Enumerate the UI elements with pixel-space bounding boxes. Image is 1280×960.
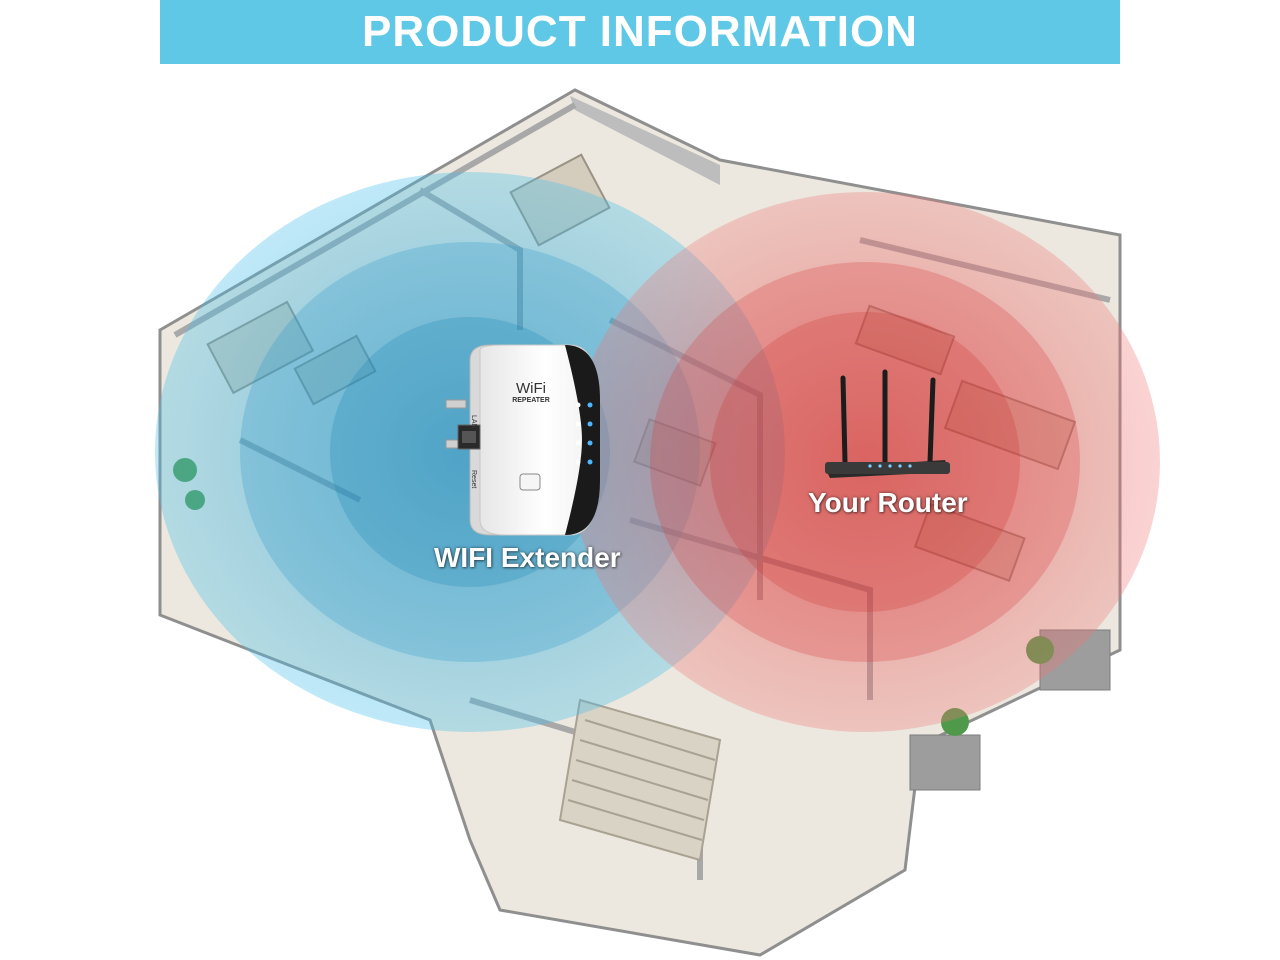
header-banner: PRODUCT INFORMATION [160,0,1120,64]
page-title: PRODUCT INFORMATION [362,7,918,56]
wps-button-icon [519,473,541,491]
wifi-extender-label: WIFI Extender [434,542,621,573]
lan-icon [575,459,581,465]
sync-icon [575,421,581,427]
power-icon [575,402,581,408]
router-label: Your Router [808,487,968,518]
status-lights [575,402,581,465]
signal-icon [575,440,581,446]
router-icon [825,369,950,478]
repeater-text: REPEATER [512,397,550,404]
wifi-extender-device: LAN Reset WiFi REPEATER [445,344,600,536]
reset-label: Reset [470,470,477,488]
lan-port-label: LAN [470,415,477,429]
wifi-logo: WiFi [516,380,546,397]
